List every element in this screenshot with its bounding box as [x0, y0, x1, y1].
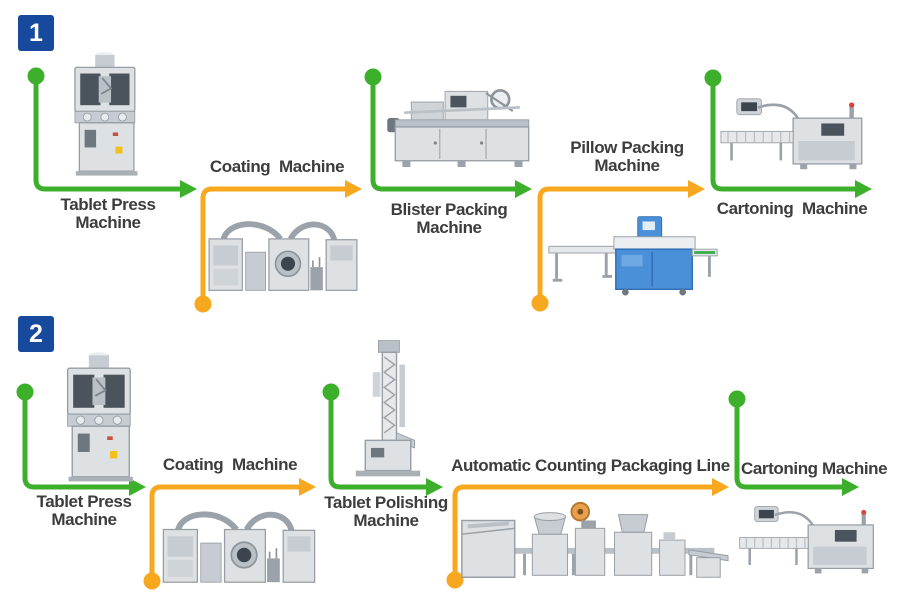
row2-coating-machine-image [163, 514, 314, 582]
row1-blister-packing-label: Blister Packing Machine [390, 200, 508, 237]
row2-coating-label: Coating Machine [162, 455, 298, 474]
flow-arrow-6 [16, 383, 146, 496]
row2-tablet-polishing-machine-image [355, 340, 421, 478]
row2-cartoning-label: Cartoning Machine [741, 459, 888, 478]
flow-arrow-7 [143, 478, 316, 590]
flow-arrow-4 [531, 180, 705, 312]
flow-arrow-3 [364, 68, 532, 198]
row1-pillow-packing-machine-image [547, 215, 719, 297]
row1-tablet-press-machine-image [74, 51, 139, 177]
row1-coating-machine-image [209, 224, 357, 290]
row1-blister-packing-machine-image [386, 89, 531, 169]
row1-cartoning-label: Cartoning Machine [716, 199, 868, 218]
row1-coating-label: Coating Machine [209, 157, 345, 176]
row1-pillow-packing-label: Pillow Packing Machine [570, 138, 684, 175]
row1-cartoning-machine-image [719, 97, 864, 171]
flow-arrow-2 [194, 180, 362, 313]
flow-arrow-1 [27, 67, 197, 198]
flow-arrow-8 [322, 383, 443, 496]
row2-tablet-press-machine-image [66, 351, 134, 483]
row2-cartoning-machine-image [738, 505, 875, 575]
row2-counting-line-label: Automatic Counting Packaging Line [451, 456, 730, 475]
flow-arrow-10 [728, 390, 859, 496]
flow-arrow-5 [704, 69, 872, 198]
row2-tablet-polishing-label: Tablet Polishing Machine [324, 493, 448, 530]
step-1-badge: 1 [18, 15, 54, 51]
flow-arrow-9 [446, 478, 729, 589]
step-2-badge: 2 [18, 316, 54, 352]
row1-tablet-press-label: Tablet Press Machine [60, 195, 156, 232]
row2-counting-packaging-line-image [459, 500, 730, 580]
row2-tablet-press-label: Tablet Press Machine [36, 492, 132, 529]
flow-connectors [16, 67, 872, 590]
